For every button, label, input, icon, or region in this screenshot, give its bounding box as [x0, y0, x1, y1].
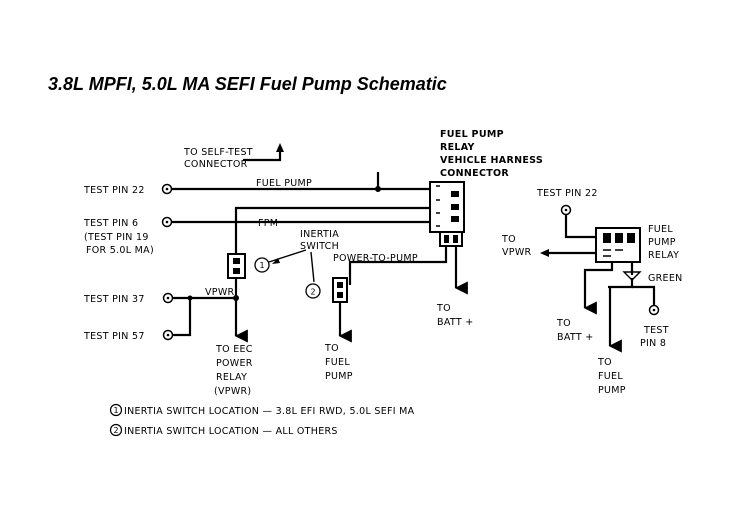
label-to-eec-1: TO EEC — [215, 344, 253, 355]
callout-2-leader — [310, 251, 315, 283]
self-test-wire — [243, 150, 282, 162]
label-right-to-batt-1: TO — [556, 318, 571, 329]
legend-2-circle — [109, 423, 123, 437]
label-to-fuel-pump-3: PUMP — [325, 371, 353, 382]
label-test-pin-22: TEST PIN 22 — [83, 185, 145, 196]
label-to-fuel-pump-2: FUEL — [325, 357, 350, 368]
label-right-relay-1: FUEL — [648, 224, 673, 235]
right-test-pin-8-wire — [632, 285, 656, 305]
callout-1-leader — [268, 249, 307, 263]
vpwr-upper-wire — [234, 206, 432, 254]
label-to-fuel-pump-1: TO — [324, 343, 339, 354]
label-to-batt-2: BATT + — [437, 317, 474, 328]
test-pin-57-jumper — [173, 298, 192, 337]
vpwr-connector — [227, 253, 246, 279]
label-right-test-pin-8-2: PIN 8 — [640, 338, 666, 349]
legend-2-text: INERTIA SWITCH LOCATION — ALL OTHERS — [124, 426, 338, 437]
label-right-to-batt-2: BATT + — [557, 332, 594, 343]
legend-2-number: 2 — [114, 426, 119, 435]
label-vpwr: VPWR — [205, 287, 235, 298]
right-to-batt-wire — [583, 262, 614, 315]
label-to-self-test: TO SELF-TEST — [183, 147, 253, 158]
label-right-relay-3: RELAY — [648, 250, 679, 261]
label-relay-conn-1: FUEL PUMP — [440, 129, 504, 140]
label-right-test-pin-8-1: TEST — [643, 325, 669, 336]
label-right-green: GREEN — [648, 273, 683, 284]
right-vpwr-arrow-icon — [540, 249, 549, 257]
right-green-to-pump-wire — [608, 278, 634, 289]
label-right-to-fuel-1: TO — [597, 357, 612, 368]
diagram-title: 3.8L MPFI, 5.0L MA SEFI Fuel Pump Schema… — [48, 74, 447, 94]
callout-2-number: 2 — [311, 288, 316, 297]
label-to-batt-1: TO — [436, 303, 451, 314]
label-to-eec-3: RELAY — [216, 372, 247, 383]
label-to-eec-4: (VPWR) — [214, 386, 251, 397]
label-relay-conn-2: RELAY — [440, 142, 475, 153]
label-test-pin-57: TEST PIN 57 — [83, 331, 145, 342]
label-to-eec-2: POWER — [216, 358, 253, 369]
right-test-pin-22-wire — [564, 215, 595, 239]
legend: 1 INERTIA SWITCH LOCATION — 3.8L EFI RWD… — [109, 403, 415, 437]
label-right-to-fuel-3: PUMP — [598, 385, 626, 396]
label-self-test-connector: CONNECTOR — [184, 159, 248, 170]
label-relay-conn-4: CONNECTOR — [440, 168, 509, 179]
label-right-test-pin-22: TEST PIN 22 — [536, 188, 598, 199]
callout-1-circle — [254, 257, 270, 273]
label-test-pin-37: TEST PIN 37 — [83, 294, 145, 305]
label-power-to-pump: POWER-TO-PUMP — [333, 253, 418, 264]
label-right-to-vpwr-2: VPWR — [502, 247, 532, 258]
inertia-switch-component — [332, 277, 348, 303]
label-fuel-pump-wire: FUEL PUMP — [256, 178, 312, 189]
self-test-arrow-icon — [276, 143, 284, 152]
label-inertia: INERTIA — [300, 229, 339, 240]
label-right-to-vpwr-1: TO — [501, 234, 516, 245]
label-inertia-switch: SWITCH — [300, 241, 339, 252]
label-fpm: FPM — [258, 218, 278, 229]
label-right-to-fuel-2: FUEL — [598, 371, 623, 382]
label-test-pin-6-note-2: FOR 5.0L MA) — [86, 245, 154, 256]
power-to-pump-wire — [348, 246, 448, 285]
label-right-relay-2: PUMP — [648, 237, 676, 248]
label-relay-conn-3: VEHICLE HARNESS — [440, 155, 543, 166]
callout-1-number: 1 — [260, 261, 265, 270]
legend-1-number: 1 — [114, 406, 119, 415]
legend-1-text: INERTIA SWITCH LOCATION — 3.8L EFI RWD, … — [124, 406, 415, 417]
label-test-pin-6-note-1: (TEST PIN 19 — [84, 232, 149, 243]
legend-1-circle — [109, 403, 123, 417]
relay-connector-block — [429, 181, 465, 233]
label-test-pin-6: TEST PIN 6 — [83, 218, 138, 229]
callout-2-circle — [305, 283, 321, 299]
